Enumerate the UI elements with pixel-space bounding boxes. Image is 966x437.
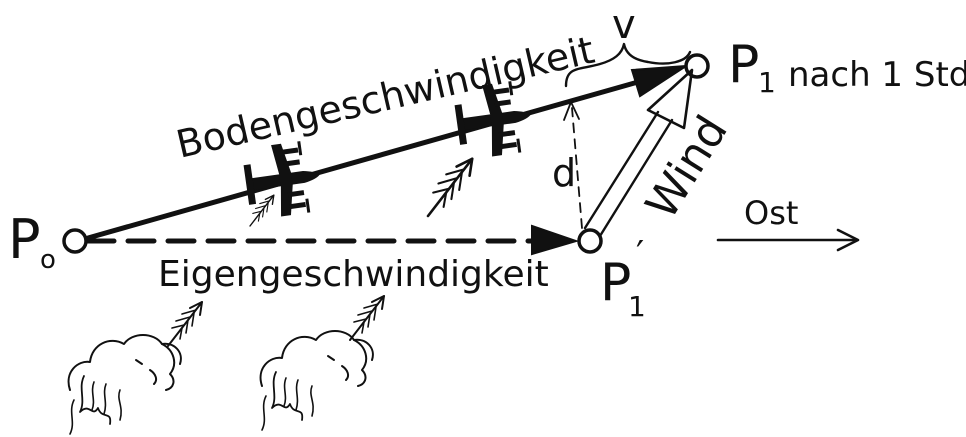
own-speed-vector <box>85 224 580 256</box>
label-east: Ost <box>744 194 798 232</box>
wind-gust-icon <box>349 295 385 341</box>
label-p1: P <box>728 35 759 95</box>
label-p1-sub: 1 <box>758 66 776 99</box>
label-p1prime-mark: ′ <box>636 234 644 275</box>
ground-speed-vector <box>85 65 687 241</box>
label-ground-speed: Bodengeschwindigkeit <box>172 28 598 167</box>
wind-gust-icon <box>426 157 474 218</box>
v-brace <box>564 42 692 88</box>
label-p0-sub: o <box>40 245 56 275</box>
label-p0: P <box>8 208 41 271</box>
label-p1prime: P <box>600 253 631 313</box>
airplane-icon <box>239 137 327 223</box>
point-p1prime-marker <box>577 228 603 254</box>
label-p1-note: nach 1 Std. <box>788 55 966 95</box>
point-p1-marker <box>684 53 710 79</box>
label-p1prime-sub: 1 <box>628 290 646 323</box>
cloud-face-icon <box>259 330 374 431</box>
wind-vector <box>583 68 694 238</box>
east-arrow <box>716 228 860 252</box>
label-d: d <box>552 151 576 195</box>
label-v: v <box>612 2 636 48</box>
drift-distance-line <box>563 101 583 229</box>
wind-gust-icon <box>167 301 203 347</box>
point-p0-marker <box>62 228 88 254</box>
label-own-speed: Eigengeschwindigkeit <box>158 254 549 295</box>
label-wind: Wind <box>636 107 738 228</box>
cloud-face-icon <box>67 334 182 435</box>
